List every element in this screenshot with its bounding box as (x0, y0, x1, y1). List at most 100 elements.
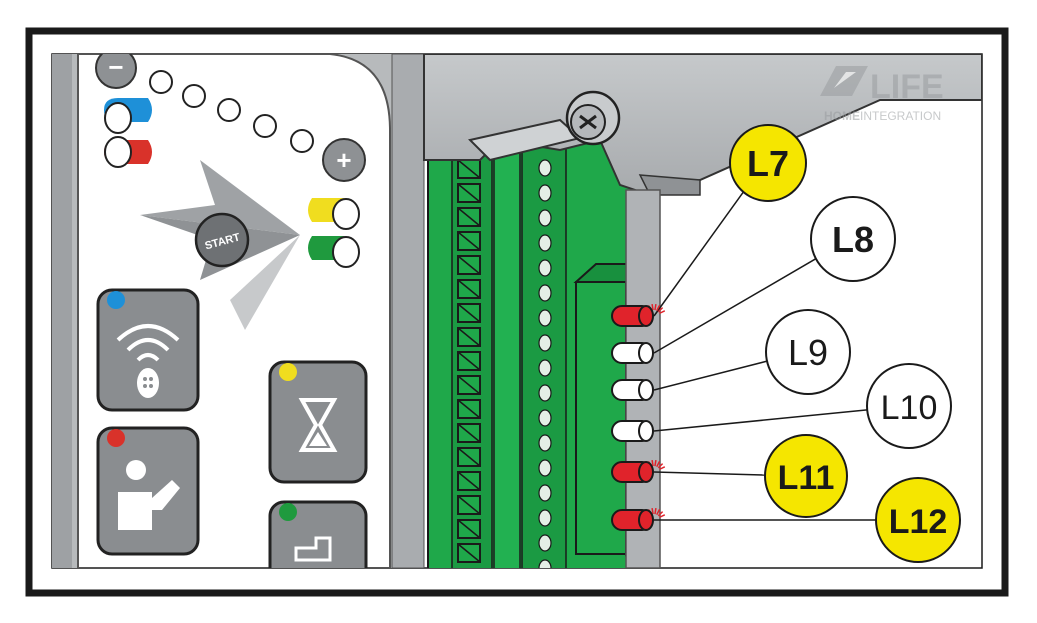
led-glow (654, 304, 657, 311)
led-l7: L7 (611, 124, 807, 327)
led-l9: L9 (611, 309, 851, 401)
indicator-light (253, 114, 277, 138)
terminal-block (457, 303, 481, 323)
callout-badge: L8 (810, 196, 896, 282)
led-glow (651, 508, 654, 515)
logo-mark (820, 66, 868, 96)
terminal-block (457, 423, 481, 443)
green-indicator (308, 236, 360, 268)
led-glow (659, 466, 666, 471)
terminal-block (457, 399, 481, 419)
led-l10: L10 (611, 363, 952, 449)
led-l11: L11 (611, 434, 848, 518)
terminal-screw-hole (538, 184, 552, 202)
network-icon (294, 536, 332, 562)
life-logo: LIFE HOMEINTEGRATION (820, 66, 944, 123)
terminal-screw-hole (538, 234, 552, 252)
terminal-screw-hole (538, 559, 552, 568)
callout-label: L8 (832, 219, 874, 260)
remote-icon (137, 368, 159, 398)
led-glow (656, 461, 661, 468)
indicator-light (182, 84, 206, 108)
callout-label: L11 (778, 459, 835, 497)
user-button[interactable] (96, 426, 200, 556)
screw-icon (565, 90, 621, 146)
terminal-screw-hole (538, 209, 552, 227)
blue-indicator (104, 98, 152, 134)
callout-badge: L9 (765, 309, 851, 395)
indicator-light (290, 129, 314, 153)
wifi-icon (116, 324, 180, 342)
terminal-block (457, 159, 481, 179)
terminal-screw-hole (538, 384, 552, 402)
terminal-screw-hole (538, 484, 552, 502)
terminal-block (457, 183, 481, 203)
leader-line (653, 258, 817, 354)
callout-badge: L7 (729, 124, 807, 202)
terminal-blocks (457, 159, 481, 563)
leader-line (653, 409, 868, 432)
leader-line (653, 360, 768, 391)
terminal-screws (538, 159, 552, 568)
indicator-light (217, 98, 241, 122)
led-glow (657, 307, 664, 313)
terminal-block (457, 447, 481, 467)
minus-label: − (108, 52, 123, 82)
led-l8: L8 (611, 196, 896, 364)
terminal-block (457, 207, 481, 227)
start-button[interactable]: START (194, 212, 250, 268)
led-l12: L12 (611, 477, 961, 563)
remote-learn-button[interactable] (96, 288, 200, 412)
terminal-screw-hole (538, 534, 552, 552)
led-glow (651, 460, 654, 467)
housing-rail (391, 54, 425, 568)
led-glow (654, 460, 657, 467)
timer-button[interactable] (268, 360, 368, 484)
terminal-screw-hole (538, 409, 552, 427)
terminal-screw-hole (538, 309, 552, 327)
callout-badge: L10 (866, 363, 952, 449)
terminal-block (457, 471, 481, 491)
led-glow (657, 511, 664, 517)
leader-line (653, 191, 745, 317)
housing-edge (52, 54, 72, 568)
led-glow (659, 310, 666, 315)
terminal-block (457, 327, 481, 347)
terminal-screw-hole (538, 259, 552, 277)
hourglass-icon (298, 398, 338, 452)
terminal-block (457, 519, 481, 539)
minus-button[interactable]: − (95, 48, 137, 89)
indicator-light (149, 70, 173, 94)
terminal-block (457, 279, 481, 299)
logo-brand: LIFE (870, 68, 944, 106)
terminal-screw-hole (538, 159, 552, 177)
led-glow (654, 508, 657, 515)
terminal-screw-hole (538, 284, 552, 302)
callout-label: L10 (881, 389, 938, 427)
leader-line (653, 471, 766, 476)
led-glow (657, 463, 664, 469)
led-glow (659, 514, 666, 519)
terminal-screw-hole (538, 434, 552, 452)
settings-button[interactable] (268, 500, 368, 592)
terminal-block (457, 231, 481, 251)
terminal-block (457, 543, 481, 563)
terminal-screw-hole (538, 334, 552, 352)
plus-button[interactable]: + (322, 138, 366, 182)
terminal-block (457, 351, 481, 371)
led-glow (656, 305, 661, 312)
led-glow (656, 509, 661, 516)
plus-label: + (336, 145, 351, 175)
callout-label: L12 (889, 503, 948, 541)
indicator-row (149, 70, 314, 153)
led-block (575, 281, 627, 555)
red-indicator (104, 136, 152, 168)
callout-label: L9 (788, 332, 828, 373)
callout-badge: L12 (875, 477, 961, 563)
callout-label: L7 (747, 143, 789, 184)
terminal-screw-hole (538, 359, 552, 377)
logo-tagline: HOMEINTEGRATION (824, 109, 941, 123)
terminal-block (457, 255, 481, 275)
